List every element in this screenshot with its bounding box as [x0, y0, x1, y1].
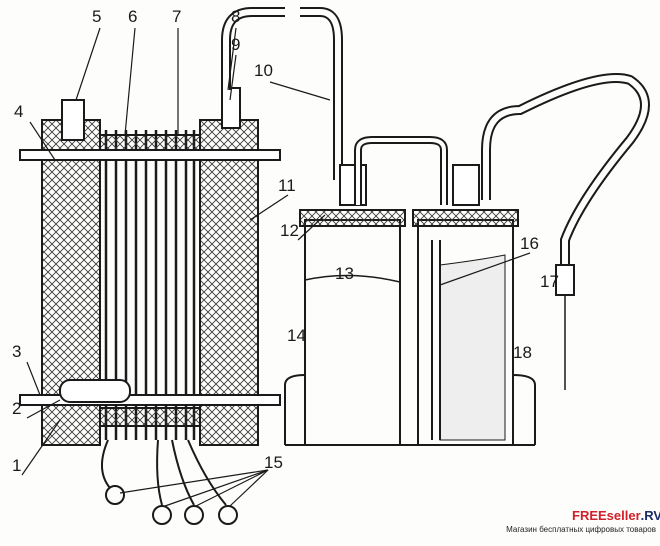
- watermark-tagline: Магазин бесплатных цифровых товаров: [506, 525, 656, 535]
- label-17: 17: [540, 272, 559, 291]
- label-3: 3: [12, 342, 22, 361]
- label-15: 15: [264, 453, 283, 472]
- vessel-13: [304, 219, 401, 446]
- electrode-plates: [104, 130, 196, 440]
- label-11: 11: [278, 176, 296, 195]
- bolt-top: [19, 149, 281, 161]
- label-9: 9: [231, 35, 241, 54]
- terminals: [101, 439, 238, 525]
- label-16: 16: [520, 234, 539, 253]
- label-4: 4: [14, 102, 24, 121]
- label-10: 10: [254, 61, 273, 80]
- label-13: 13: [335, 264, 354, 283]
- label-5: 5: [92, 7, 102, 26]
- watermark-logo: FREEseller.RV: [572, 508, 660, 523]
- right-end-plate: [199, 119, 259, 446]
- label-12: 12: [280, 221, 299, 240]
- label-14: 14: [287, 326, 306, 345]
- label-18: 18: [513, 343, 532, 362]
- label-2: 2: [12, 399, 22, 418]
- label-1: 1: [12, 456, 22, 475]
- label-8: 8: [231, 7, 241, 26]
- label-6: 6: [128, 7, 138, 26]
- label-7: 7: [172, 7, 182, 26]
- bolt-bottom: [19, 394, 281, 406]
